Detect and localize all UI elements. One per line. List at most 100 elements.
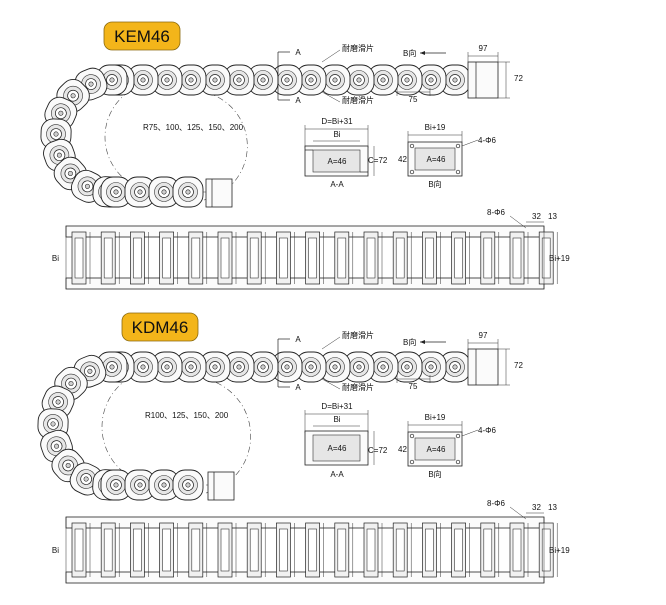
chain-link bbox=[271, 64, 303, 96]
svg-text:A: A bbox=[295, 48, 301, 57]
bend-radius-label: R75、100、125、150、200 bbox=[143, 123, 244, 132]
svg-text:耐磨滑片: 耐磨滑片 bbox=[342, 43, 374, 53]
crossbar bbox=[276, 522, 295, 578]
crossbar bbox=[480, 522, 500, 578]
crossbar bbox=[217, 522, 237, 578]
chain-link bbox=[127, 351, 159, 383]
svg-text:72: 72 bbox=[514, 74, 523, 83]
svg-text:B向: B向 bbox=[428, 179, 441, 189]
crossbar bbox=[392, 522, 412, 578]
wear-plate-callout: 耐磨滑片 耐磨滑片 bbox=[321, 330, 374, 392]
svg-text:耐磨滑片: 耐磨滑片 bbox=[342, 330, 374, 340]
crossbar bbox=[159, 522, 178, 578]
bend-centerline bbox=[104, 81, 270, 193]
end-bracket-lower bbox=[207, 471, 235, 501]
svg-text:B向: B向 bbox=[403, 48, 416, 58]
chain-link bbox=[295, 351, 327, 383]
dimension-75: 75 bbox=[396, 375, 431, 391]
svg-text:耐磨滑片: 耐磨滑片 bbox=[342, 95, 374, 105]
svg-text:A=46: A=46 bbox=[427, 155, 446, 164]
chain-link bbox=[319, 64, 351, 96]
chain-link bbox=[172, 469, 204, 501]
svg-text:A: A bbox=[295, 96, 301, 105]
wear-plate-callout: 耐磨滑片 耐磨滑片 bbox=[321, 43, 374, 105]
crossbar bbox=[100, 231, 120, 285]
svg-text:Bi: Bi bbox=[333, 130, 340, 139]
end-bracket-lower bbox=[205, 178, 233, 208]
chain-links bbox=[40, 64, 471, 208]
svg-text:Bi+19: Bi+19 bbox=[425, 413, 446, 422]
section-kdm46: KDM46 97 72 75 bbox=[37, 312, 570, 584]
chain-link bbox=[343, 351, 375, 383]
crossbar bbox=[246, 231, 266, 285]
svg-text:Bi+19: Bi+19 bbox=[549, 254, 570, 263]
crossbar bbox=[305, 522, 324, 578]
svg-text:42: 42 bbox=[398, 155, 407, 164]
svg-text:A: A bbox=[295, 383, 301, 392]
crossbar bbox=[100, 522, 120, 578]
svg-text:Bi: Bi bbox=[52, 546, 59, 555]
svg-text:4-Φ6: 4-Φ6 bbox=[478, 426, 496, 435]
crossbar bbox=[130, 522, 149, 578]
chain-links bbox=[37, 351, 471, 501]
svg-text:4-Φ6: 4-Φ6 bbox=[478, 136, 496, 145]
dimension-75: 75 bbox=[396, 88, 431, 104]
chain-link bbox=[100, 176, 132, 208]
bend-centerline bbox=[101, 368, 270, 486]
crossbar bbox=[451, 231, 470, 285]
chain-link bbox=[199, 351, 231, 383]
end-bracket bbox=[467, 61, 499, 99]
chain-link bbox=[151, 64, 183, 96]
svg-text:A=46: A=46 bbox=[328, 444, 347, 453]
svg-text:32: 32 bbox=[532, 503, 541, 512]
chain-link bbox=[391, 64, 423, 96]
svg-text:13: 13 bbox=[548, 212, 557, 221]
top-view-strip: Bi Bi+19 32 13 8-Φ6 bbox=[52, 499, 570, 584]
chain-link bbox=[175, 351, 207, 383]
svg-text:A: A bbox=[295, 335, 301, 344]
chain-link bbox=[199, 64, 231, 96]
crossbar bbox=[538, 522, 558, 578]
crossbar bbox=[334, 522, 354, 578]
svg-text:75: 75 bbox=[409, 95, 418, 104]
crossbar bbox=[422, 231, 441, 285]
section-aa-view: D=Bi+31 Bi A=46 C=72 A-A bbox=[304, 402, 388, 479]
crossbar bbox=[305, 231, 324, 285]
svg-text:8-Φ6: 8-Φ6 bbox=[487, 499, 505, 508]
svg-text:D=Bi+31: D=Bi+31 bbox=[321, 402, 353, 411]
chain-link bbox=[343, 64, 375, 96]
svg-text:耐磨滑片: 耐磨滑片 bbox=[342, 382, 374, 392]
view-b-arrow: B向 bbox=[403, 48, 446, 58]
chain-link bbox=[127, 64, 159, 96]
dimension-97: 97 bbox=[467, 44, 499, 62]
dimension-97: 97 bbox=[467, 331, 499, 349]
crossbar bbox=[188, 231, 208, 285]
svg-text:75: 75 bbox=[409, 382, 418, 391]
crossbar bbox=[363, 231, 383, 285]
svg-text:A=46: A=46 bbox=[328, 157, 347, 166]
model-badge: KDM46 bbox=[121, 312, 199, 342]
crossbar bbox=[71, 231, 91, 285]
section-aa-view: D=Bi+31 Bi A=46 C=72 A-A bbox=[304, 117, 388, 189]
bend-radius-label: R100、125、150、200 bbox=[145, 411, 229, 420]
chain-link bbox=[124, 469, 156, 501]
svg-text:13: 13 bbox=[548, 503, 557, 512]
svg-text:72: 72 bbox=[514, 361, 523, 370]
crossbar bbox=[392, 231, 412, 285]
crossbar bbox=[509, 231, 529, 285]
svg-text:A-A: A-A bbox=[330, 180, 344, 189]
chain-link bbox=[124, 176, 156, 208]
view-b-detail: Bi+19 A=46 42 4-Φ6 B向 bbox=[398, 413, 496, 479]
crossbar bbox=[334, 231, 354, 285]
chain-link bbox=[271, 351, 303, 383]
svg-text:A=46: A=46 bbox=[427, 445, 446, 454]
model-name: KEM46 bbox=[114, 27, 170, 46]
crossbar bbox=[188, 522, 208, 578]
svg-text:C=72: C=72 bbox=[368, 446, 388, 455]
chain-link bbox=[367, 64, 399, 96]
view-b-arrow: B向 bbox=[403, 337, 446, 347]
chain-link bbox=[151, 351, 183, 383]
chain-link bbox=[295, 64, 327, 96]
crossbar bbox=[246, 522, 266, 578]
chain-link bbox=[247, 64, 279, 96]
